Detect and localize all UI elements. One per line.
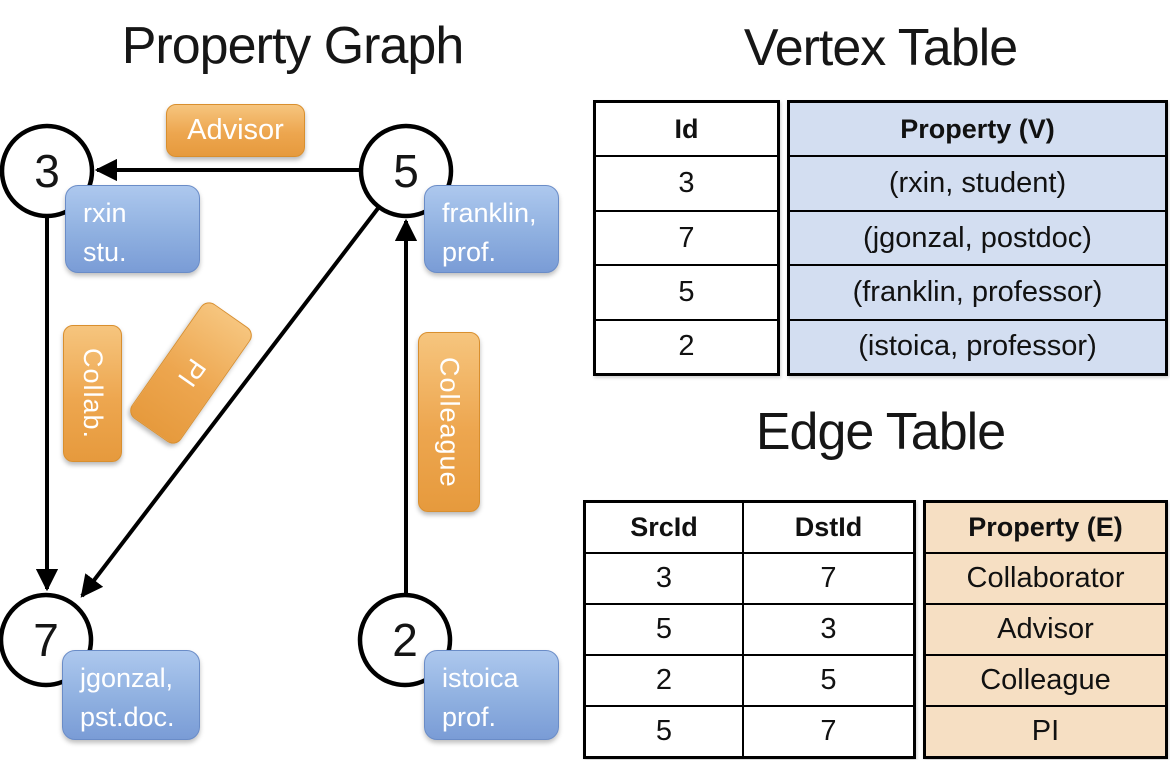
edge-table: SrcId DstId 3 7 5 3 2 5 5 7 Property (E) (583, 500, 1168, 759)
vertex-property-2-line2: prof. (442, 702, 497, 733)
vertex-table-property-column: Property (V) (rxin, student) (jgonzal, p… (787, 100, 1168, 376)
vertex-table-id-cell: 3 (596, 157, 777, 212)
vertex-table-header-property: Property (V) (790, 103, 1165, 158)
vertex-property-3-line1: rxin (83, 198, 127, 228)
edge-table-dst-cell: 7 (820, 562, 837, 594)
edge-label-collab-text: Collab. (78, 347, 108, 440)
vertex-table-title: Vertex Table (743, 19, 1018, 77)
vertex-property-2-line1: istoica (442, 663, 519, 693)
edge-table-src-cell: 2 (586, 656, 744, 705)
edge-table-property-cell: Collaborator (926, 554, 1165, 605)
vertex-property-7-line1: jgonzal, (80, 663, 174, 693)
edge-table-dst-cell: 5 (820, 664, 837, 696)
vertex-table-id-cell: 5 (596, 266, 777, 321)
vertex-table-property-cell: (istoica, professor) (790, 320, 1165, 374)
edge-table-id-columns: SrcId DstId 3 7 5 3 2 5 5 7 (583, 500, 916, 759)
vertex-table-header-id: Id (596, 103, 777, 158)
edge-label-advisor-text: Advisor (187, 114, 284, 146)
vertex-id-7: 7 (33, 614, 59, 666)
vertex-id-3: 3 (34, 145, 60, 197)
edge-table-src-cell: 5 (586, 605, 744, 654)
edge-5-to-7-pi (80, 205, 381, 598)
vertex-table-id-column: Id 3 7 5 2 (593, 100, 780, 376)
vertex-property-box-2: istoica prof. (424, 650, 559, 740)
property-graph-title: Property Graph (121, 17, 465, 75)
edge-table-property-cell: Colleague (926, 656, 1165, 707)
vertex-property-5-line2: prof. (442, 237, 497, 268)
edge-label-colleague: Colleague (418, 332, 480, 512)
edge-table-property-cell: Advisor (926, 605, 1165, 656)
vertex-table: Id 3 7 5 2 Property (V) (rxin, student) … (593, 100, 1168, 376)
vertex-property-box-5: franklin, prof. (424, 185, 559, 273)
edge-table-property-column: Property (E) Collaborator Advisor Collea… (923, 500, 1168, 759)
vertex-id-2: 2 (392, 614, 418, 666)
vertex-property-box-7: jgonzal, pst.doc. (62, 650, 200, 740)
vertex-table-property-cell: (jgonzal, postdoc) (790, 211, 1165, 267)
edge-table-dst-cell: 7 (820, 715, 837, 747)
vertex-table-id-cell: 2 (678, 330, 695, 363)
edge-table-dst-cell: 3 (820, 613, 837, 645)
vertex-id-5: 5 (393, 145, 419, 197)
edge-table-column-gap (916, 500, 923, 759)
edge-table-header-srcid: SrcId (586, 503, 744, 552)
vertex-property-5-line1: franklin, (442, 198, 537, 228)
edge-label-pi-text: PI (171, 353, 212, 394)
vertex-table-property-cell: (rxin, student) (790, 157, 1165, 212)
edge-table-header-dstid: DstId (794, 512, 863, 542)
edge-label-colleague-text: Colleague (434, 356, 465, 488)
edge-table-src-cell: 3 (586, 554, 744, 603)
edge-table-title: Edge Table (755, 403, 1006, 461)
vertex-property-3-line2: stu. (83, 237, 127, 268)
edge-table-src-cell: 5 (586, 707, 744, 756)
vertex-table-column-gap (780, 100, 787, 376)
edge-label-advisor: Advisor (166, 104, 305, 157)
edge-label-collab: Collab. (63, 325, 122, 462)
edge-table-header-property: Property (E) (926, 503, 1165, 554)
vertex-property-7-line2: pst.doc. (80, 702, 175, 733)
vertex-property-box-3: rxin stu. (65, 185, 200, 273)
vertex-table-property-cell: (franklin, professor) (790, 266, 1165, 321)
edge-table-property-cell: PI (926, 707, 1165, 756)
vertex-table-id-cell: 7 (596, 212, 777, 267)
